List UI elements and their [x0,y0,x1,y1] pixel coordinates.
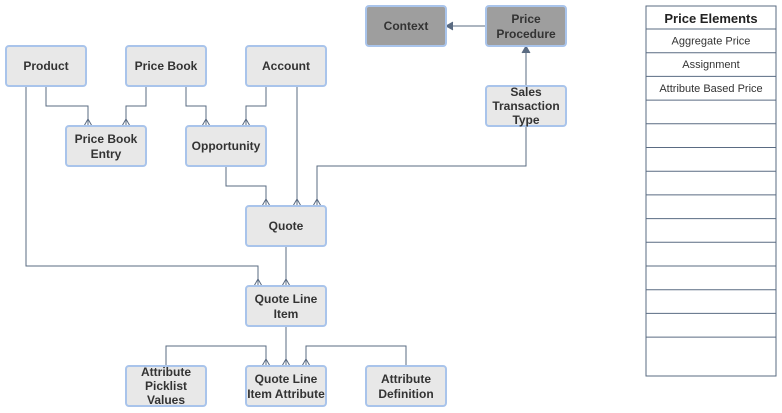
svg-text:Price Elements: Price Elements [664,11,757,26]
node-label-line-1: Quote Line [255,292,318,306]
crowfoot-pbe-right [121,117,131,127]
svg-text:Opportunity: Opportunity [192,139,261,153]
node-label: Opportunity [192,139,261,153]
node-quote-line-item[interactable]: Quote Line Item [245,285,327,327]
svg-text:Product: Product [23,59,68,73]
price-elements-table: Price Elements Aggregate PriceAssignment… [645,5,777,377]
svg-text:Attribute: Attribute [141,365,191,379]
svg-text:Picklist: Picklist [145,379,187,393]
crowfoot-qlia-attrdef [301,357,311,367]
crowfoot-qlia-picklist [261,357,271,367]
node-attribute-picklist-values[interactable]: Attribute Picklist Values [125,365,207,407]
node-quote-line-item-attribute[interactable]: Quote Line Item Attribute [245,365,327,407]
crowfoot-opp-right [241,117,251,127]
node-price-book[interactable]: Price Book [125,45,207,87]
node-label-line-2: Item Attribute [247,387,325,401]
node-sales-transaction-type[interactable]: Sales Transaction Type [485,85,567,127]
node-label-line-1: Quote Line [255,372,318,386]
node-label-line-1: Attribute [141,365,191,379]
price-elements-title: Price Elements [664,11,757,26]
edge-pricebook-pricebookentry [125,86,147,126]
crowfoot-qli-quote [281,277,291,287]
crowfoot-opp-left [201,117,211,127]
svg-text:Definition: Definition [378,387,433,401]
edge-product-pricebookentry [45,86,89,126]
edge-opportunity-quote [225,166,267,206]
edge-product-quotelineitem [25,86,259,286]
node-label-line-2: Item [274,307,299,321]
table-row-label: Aggregate Price [672,36,751,48]
node-label-line-3: Values [147,393,185,407]
node-attribute-definition[interactable]: Attribute Definition [365,365,447,407]
table-row-label: Attribute Based Price [659,83,762,95]
svg-text:Entry: Entry [91,147,122,161]
edge-picklist-qlia [165,345,267,366]
svg-text:Context: Context [384,19,429,33]
svg-text:Price Book: Price Book [75,132,138,146]
node-label: Quote [269,219,304,233]
crowfoot-quote-account [292,197,302,207]
svg-text:Item Attribute: Item Attribute [247,387,325,401]
svg-text:Quote Line: Quote Line [255,292,318,306]
node-label-line-1: Price Book [75,132,138,146]
node-label-line-1: Attribute [381,372,431,386]
svg-text:Price: Price [511,12,541,26]
svg-text:Attribute: Attribute [381,372,431,386]
node-label-line-2: Entry [91,147,122,161]
node-label-line-3: Type [512,113,539,127]
node-label-line-2: Transaction [492,99,559,113]
node-context[interactable]: Context [365,5,447,47]
node-label-line-2: Definition [378,387,433,401]
crowfoot-qlia-qli [281,357,291,367]
crowfoot-quote-stt [312,197,322,207]
table-row-label: Assignment [682,59,739,71]
svg-text:Price Book: Price Book [135,59,198,73]
node-price-procedure[interactable]: Price Procedure [485,5,567,47]
edge-quote-salestransactiontype [316,126,527,206]
arrowhead-context [444,21,454,31]
node-label: Price Book [135,59,198,73]
arrowhead-priceprocedure [521,44,531,54]
node-label: Context [384,19,429,33]
node-product[interactable]: Product [5,45,87,87]
edge-attrdef-qlia [305,345,407,366]
node-account[interactable]: Account [245,45,327,87]
crowfoot-pbe-left [83,117,93,127]
svg-text:Quote: Quote [269,219,304,233]
svg-text:Procedure: Procedure [496,27,556,41]
edge-account-opportunity [245,86,267,126]
node-label: Account [262,59,310,73]
svg-text:Values: Values [147,393,185,407]
crowfoot-qli-product [253,277,263,287]
svg-text:Account: Account [262,59,310,73]
svg-text:Sales: Sales [510,85,542,99]
svg-text:Transaction: Transaction [492,99,559,113]
node-opportunity[interactable]: Opportunity [185,125,267,167]
edges [25,21,531,367]
node-label-line-1: Price [511,12,541,26]
node-price-book-entry[interactable]: Price Book Entry [65,125,147,167]
edge-pricebook-opportunity [185,86,207,126]
node-quote[interactable]: Quote [245,205,327,247]
svg-text:Type: Type [512,113,539,127]
svg-text:Quote Line: Quote Line [255,372,318,386]
crowfoot-quote-opp [261,197,271,207]
node-label-line-2: Picklist [145,379,187,393]
node-label-line-1: Sales [510,85,542,99]
svg-text:Item: Item [274,307,299,321]
node-label-line-2: Procedure [496,27,556,41]
node-label: Product [23,59,68,73]
